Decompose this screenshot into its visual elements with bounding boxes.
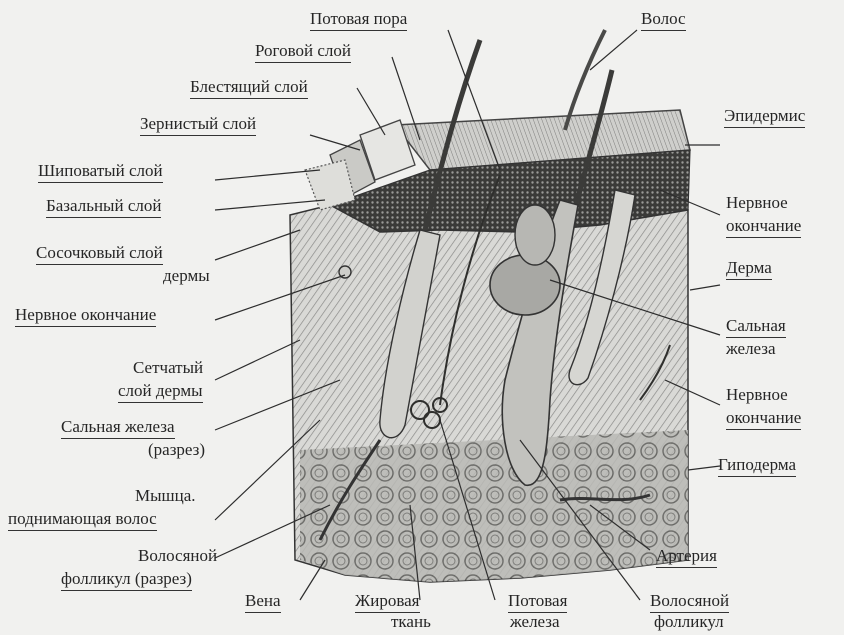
label-sebaceous-right-b: железа <box>726 339 776 359</box>
label-fat-a: Жировая <box>355 591 420 613</box>
label-reticular-b: слой дермы <box>118 381 203 403</box>
label-nerve-ending-right-2-a: Нервное <box>726 385 788 405</box>
label-follicle-a: Волосяной <box>650 591 729 613</box>
label-sebaceous-section-b: (разрез) <box>148 440 205 460</box>
hypodermis-fat <box>300 430 688 582</box>
label-stratum-lucidum: Блестящий слой <box>190 77 308 99</box>
sebaceous-gland-upper <box>515 205 555 265</box>
label-muscle-b: поднимающая волос <box>8 509 157 531</box>
label-muscle-a: Мышца. <box>135 486 196 506</box>
label-stratum-granulosum: Зернистый слой <box>140 114 256 136</box>
label-papillary-b: дермы <box>163 266 210 286</box>
label-papillary-a: Сосочковый слой <box>36 243 163 265</box>
label-hair: Волос <box>641 9 686 31</box>
label-vein: Вена <box>245 591 281 613</box>
sebaceous-gland <box>490 255 560 315</box>
label-sweat-pore: Потовая пора <box>310 9 407 31</box>
label-stratum-corneum: Роговой слой <box>255 41 351 63</box>
label-stratum-spinosum: Шиповатый слой <box>38 161 163 183</box>
label-dermis: Дерма <box>726 258 772 280</box>
label-follicle-section-a: Волосяной <box>138 546 217 566</box>
label-hypodermis: Гиподерма <box>718 455 796 477</box>
label-nerve-ending-right-1-a: Нервное <box>726 193 788 213</box>
label-sweat-gland-b: железа <box>510 612 560 632</box>
label-epidermis: Эпидермис <box>724 106 805 128</box>
label-nerve-ending-right-2-b: окончание <box>726 408 801 430</box>
label-sweat-gland-a: Потовая <box>508 591 567 613</box>
label-nerve-ending-left: Нервное окончание <box>15 305 156 327</box>
label-follicle-section-b: фолликул (разрез) <box>61 569 192 591</box>
label-stratum-basale: Базальный слой <box>46 196 161 218</box>
label-reticular-a: Сетчатый <box>133 358 203 378</box>
label-artery: Артерия <box>656 546 717 568</box>
label-fat-b: ткань <box>391 612 431 632</box>
label-sebaceous-section-a: Сальная железа <box>61 417 175 439</box>
label-nerve-ending-right-1-b: окончание <box>726 216 801 238</box>
label-sebaceous-right-a: Сальная <box>726 316 786 338</box>
label-follicle-b: фолликул <box>654 612 724 632</box>
